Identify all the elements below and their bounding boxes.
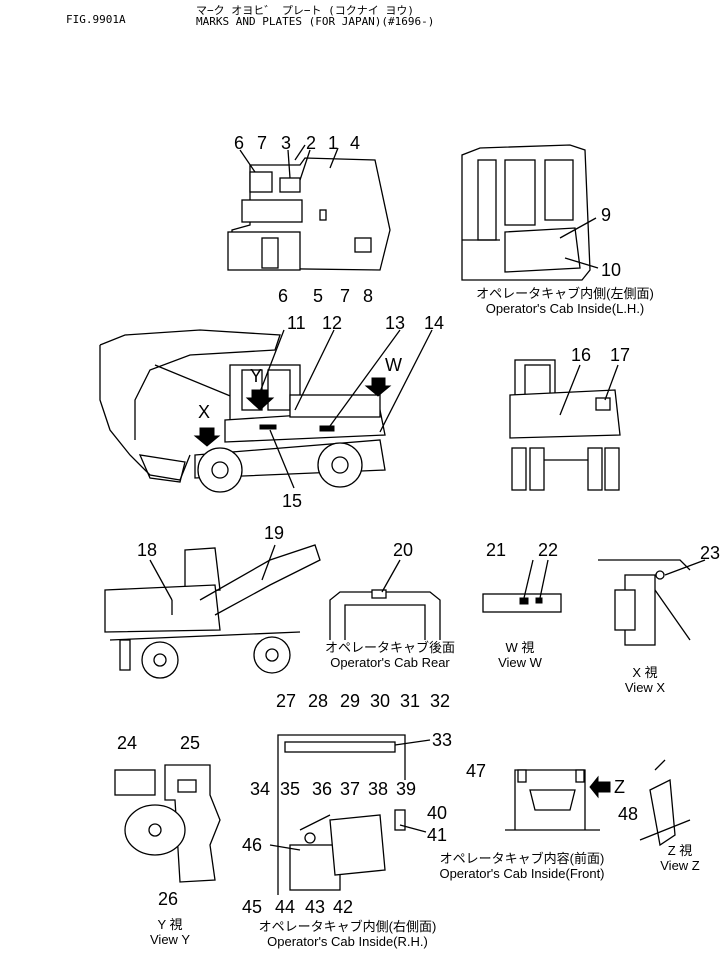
part-number-19: 19 xyxy=(264,523,285,543)
part-number-21: 21 xyxy=(486,540,507,560)
part-number-23: 23 xyxy=(700,543,721,563)
part-number-35: 35 xyxy=(280,779,301,799)
view-w-drawing xyxy=(482,593,562,613)
caption-view-x-jp: X 視 xyxy=(632,665,658,680)
title-japanese: マ−ク オヨヒ゛ プレ−ト (コクナイ ヨウ) xyxy=(196,4,414,17)
cab-lh-drawing xyxy=(461,144,591,281)
part-number-4: 4 xyxy=(350,133,361,153)
cab-rh-drawing xyxy=(277,734,406,895)
caption-view-y-en: View Y xyxy=(150,932,190,947)
caption-view-x: X 視 View X xyxy=(605,665,685,695)
part-number-27: 27 xyxy=(276,691,297,711)
part-number-16: 16 xyxy=(571,345,592,365)
part-number-9: 9 xyxy=(601,205,612,225)
part-number-14: 14 xyxy=(424,313,445,333)
part-number-29: 29 xyxy=(340,691,361,711)
caption-cab-rh-en: Operator's Cab Inside(R.H.) xyxy=(267,934,428,949)
part-number-1: 1 xyxy=(328,133,339,153)
caption-view-w-en: View W xyxy=(498,655,542,670)
view-x-drawing xyxy=(598,559,691,646)
caption-cab-lh-jp: オペレータキャブ内側(左側面) xyxy=(476,286,654,301)
caption-view-y: Y 視 View Y xyxy=(130,917,210,947)
cab-front-drawing xyxy=(227,144,391,271)
part-number-39: 39 xyxy=(396,779,417,799)
part-number-40: 40 xyxy=(427,803,448,823)
part-number-46: 46 xyxy=(242,835,263,855)
part-number-37: 37 xyxy=(340,779,361,799)
arrow-letter-z: Z xyxy=(614,777,625,797)
part-number-28: 28 xyxy=(308,691,329,711)
part-number-25: 25 xyxy=(180,733,201,753)
title-english: MARKS AND PLATES (FOR JAPAN)(#1696-) xyxy=(196,15,435,28)
arrow-letter-w: W xyxy=(385,355,402,375)
caption-cab-rear-en: Operator's Cab Rear xyxy=(330,655,450,670)
part-number-44: 44 xyxy=(275,897,296,917)
arrow-letter-x: X xyxy=(198,402,211,422)
caption-cab-rh-jp: オペレータキャブ内側(右側面) xyxy=(258,919,437,934)
part-number-12: 12 xyxy=(322,313,343,333)
caption-cab-rh: オペレータキャブ内側(右側面) Operator's Cab Inside(R.… xyxy=(235,919,460,949)
caption-cab-front: オペレータキャブ内容(前面) Operator's Cab Inside(Fro… xyxy=(412,851,632,881)
part-number-41: 41 xyxy=(427,825,448,845)
view-z-drawing xyxy=(639,759,691,847)
part-number-13: 13 xyxy=(385,313,406,333)
caption-view-y-jp: Y 視 xyxy=(157,917,183,932)
part-number-6b: 6 xyxy=(278,286,289,306)
part-number-17: 17 xyxy=(610,345,631,365)
part-number-7: 7 xyxy=(257,133,268,153)
excavator-rear-drawing xyxy=(509,359,621,491)
excavator-side-drawing xyxy=(99,329,392,493)
arrow-letter-y: Y xyxy=(250,366,263,386)
cab-rear-drawing xyxy=(329,589,441,640)
part-number-38: 38 xyxy=(368,779,389,799)
part-number-2: 2 xyxy=(306,133,317,153)
part-number-11: 11 xyxy=(287,313,306,333)
caption-cab-rear: オペレータキャブ後面 Operator's Cab Rear xyxy=(305,640,475,670)
caption-cab-front-jp: オペレータキャブ内容(前面) xyxy=(439,851,605,866)
part-number-48: 48 xyxy=(618,804,639,824)
caption-cab-rear-jp: オペレータキャブ後面 xyxy=(324,640,455,655)
part-number-42: 42 xyxy=(333,897,354,917)
part-number-7b: 7 xyxy=(340,286,351,306)
part-number-26: 26 xyxy=(158,889,179,909)
view-y-drawing xyxy=(114,764,221,883)
part-number-15: 15 xyxy=(282,491,303,511)
part-number-5: 5 xyxy=(313,286,324,306)
part-number-3: 3 xyxy=(281,133,292,153)
caption-view-z: Z 視 View Z xyxy=(645,843,715,873)
leader-lines xyxy=(149,149,706,851)
part-number-20: 20 xyxy=(393,540,414,560)
part-number-36: 36 xyxy=(312,779,333,799)
caption-view-z-jp: Z 視 xyxy=(667,843,693,858)
part-number-18: 18 xyxy=(137,540,158,560)
caption-view-z-en: View Z xyxy=(660,858,700,873)
caption-cab-lh: オペレータキャブ内側(左側面) Operator's Cab Inside(L.… xyxy=(450,286,680,316)
part-number-22: 22 xyxy=(538,540,559,560)
part-number-32: 32 xyxy=(430,691,451,711)
part-number-24: 24 xyxy=(117,733,138,753)
part-number-45: 45 xyxy=(242,897,263,917)
part-number-33: 33 xyxy=(432,730,453,750)
figure-number: FIG.9901A xyxy=(66,13,126,26)
caption-view-w: W 視 View W xyxy=(480,640,560,670)
caption-cab-lh-en: Operator's Cab Inside(L.H.) xyxy=(485,301,645,316)
part-number-34: 34 xyxy=(250,779,271,799)
part-number-8: 8 xyxy=(363,286,374,306)
part-number-6: 6 xyxy=(234,133,245,153)
caption-cab-front-en: Operator's Cab Inside(Front) xyxy=(439,866,605,881)
excavator-left-drawing xyxy=(104,544,321,679)
part-number-10: 10 xyxy=(601,260,622,280)
caption-view-w-jp: W 視 xyxy=(505,640,535,655)
part-number-47: 47 xyxy=(466,761,487,781)
cab-front-inside-drawing xyxy=(505,769,611,831)
part-number-31: 31 xyxy=(400,691,421,711)
caption-view-x-en: View X xyxy=(624,680,666,695)
part-number-30: 30 xyxy=(370,691,391,711)
part-number-43: 43 xyxy=(305,897,326,917)
